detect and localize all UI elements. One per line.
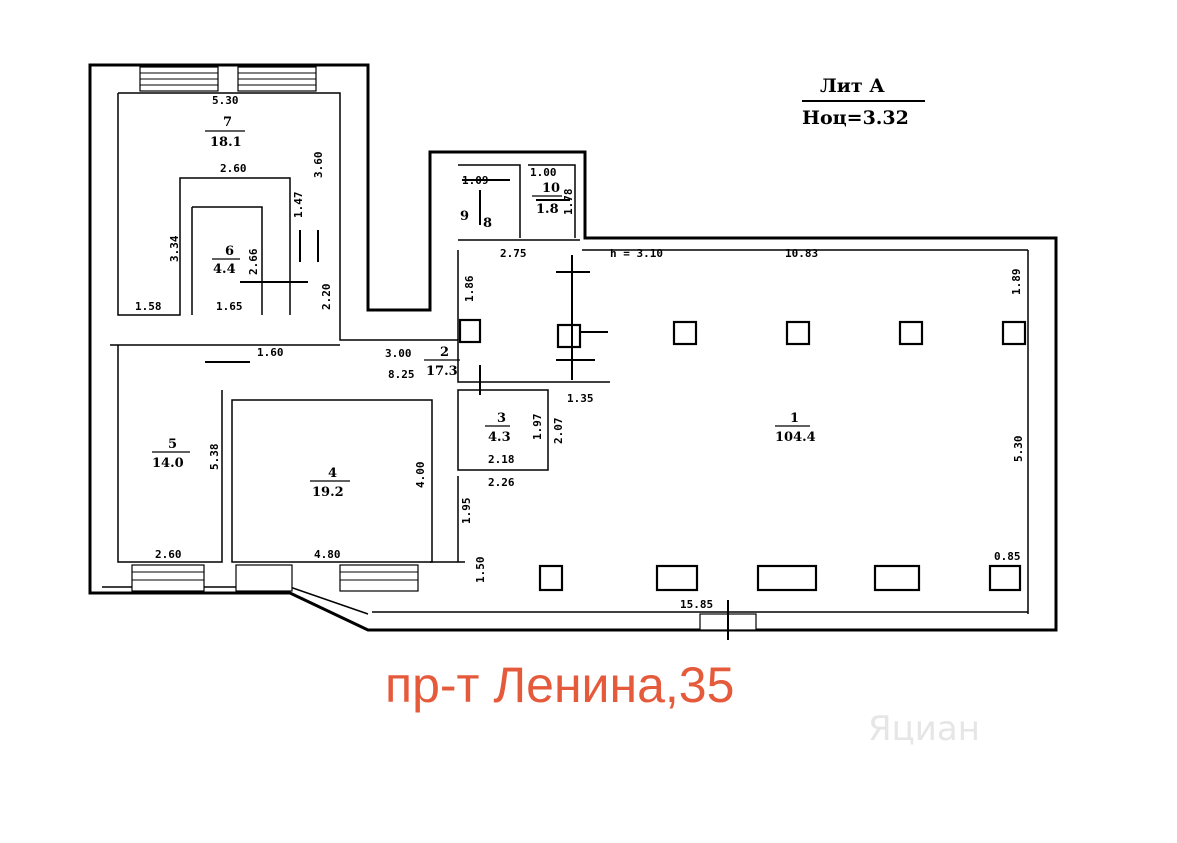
dim-2-60-inner: 2.60 xyxy=(220,162,247,175)
dim-2-07: 2.07 xyxy=(552,418,565,445)
room-10-number: 10 xyxy=(542,181,560,196)
watermark: Яциан xyxy=(868,709,980,749)
dim-1-65: 1.65 xyxy=(216,300,243,313)
room-4-number: 4 xyxy=(328,466,337,481)
room-8-number: 8 xyxy=(483,216,492,231)
dim-1-89: 1.89 xyxy=(1010,269,1023,296)
dim-1-50: 1.50 xyxy=(474,557,487,584)
dim-3-00: 3.00 xyxy=(385,347,412,360)
room-6-number: 6 xyxy=(225,244,234,259)
plan-title: Лит А xyxy=(820,75,885,97)
windows xyxy=(131,66,757,631)
room-labels: 7 18.1 6 4.4 2 17.3 3 4.3 1 104.4 5 14.0… xyxy=(152,115,816,500)
room-3-area: 4.3 xyxy=(488,430,511,445)
dim-5-38: 5.38 xyxy=(208,444,221,471)
room-7-number: 7 xyxy=(223,115,232,130)
dim-3-34: 3.34 xyxy=(168,235,181,262)
dim-1-86: 1.86 xyxy=(463,275,476,302)
dim-2-60-bottom: 2.60 xyxy=(155,548,182,561)
dim-10-83: 10.83 xyxy=(785,247,818,260)
dim-1-47: 1.47 xyxy=(292,192,305,219)
dim-0-85: 0.85 xyxy=(994,550,1021,563)
dim-1-58: 1.58 xyxy=(135,300,162,313)
dim-1-97: 1.97 xyxy=(531,414,544,441)
dim-1-09: 1.09 xyxy=(462,174,489,187)
ceiling-h-3-10: h = 3.10 xyxy=(610,247,663,260)
room-9-number: 9 xyxy=(460,209,469,224)
dim-1-35: 1.35 xyxy=(567,392,594,405)
dim-2-75: 2.75 xyxy=(500,247,527,260)
room-1-area: 104.4 xyxy=(775,430,816,445)
room-2-number: 2 xyxy=(440,345,449,360)
room-10-area: 1.8 xyxy=(536,202,559,217)
address-caption: пр-т Ленина,35 xyxy=(385,657,734,713)
dim-4-80: 4.80 xyxy=(314,548,341,561)
room-3-number: 3 xyxy=(497,411,506,426)
door-marks xyxy=(205,179,729,640)
dim-1-60: 1.60 xyxy=(257,346,284,359)
dim-15-85: 15.85 xyxy=(680,598,713,611)
room-7-area: 18.1 xyxy=(210,135,242,150)
dim-2-20: 2.20 xyxy=(320,284,333,311)
dim-5-30-right: 5.30 xyxy=(1012,436,1025,463)
room-6-area: 4.4 xyxy=(213,262,236,277)
outer-walls xyxy=(88,63,1058,632)
dim-1-00: 1.00 xyxy=(530,166,557,179)
room-5-area: 14.0 xyxy=(152,456,184,471)
dim-5-30-top: 5.30 xyxy=(212,94,239,107)
dim-3-60: 3.60 xyxy=(312,152,325,179)
dim-8-25: 8.25 xyxy=(388,368,415,381)
dim-2-26: 2.26 xyxy=(488,476,515,489)
dim-2-66: 2.66 xyxy=(247,248,260,275)
dimensions: 5.30 3.60 2.60 1.47 3.34 2.66 1.58 1.65 … xyxy=(135,94,1025,611)
dim-1-78: 1.78 xyxy=(562,189,575,216)
columns xyxy=(458,318,1027,592)
room-1-number: 1 xyxy=(790,411,799,426)
ceiling-height-label: Ноц=3.32 xyxy=(802,107,909,129)
room-4-area: 19.2 xyxy=(312,485,344,500)
room-2-area: 17.3 xyxy=(426,364,458,379)
dim-1-95: 1.95 xyxy=(460,498,473,525)
room-5-number: 5 xyxy=(168,437,177,452)
dim-4-00: 4.00 xyxy=(414,462,427,489)
dim-2-18: 2.18 xyxy=(488,453,515,466)
